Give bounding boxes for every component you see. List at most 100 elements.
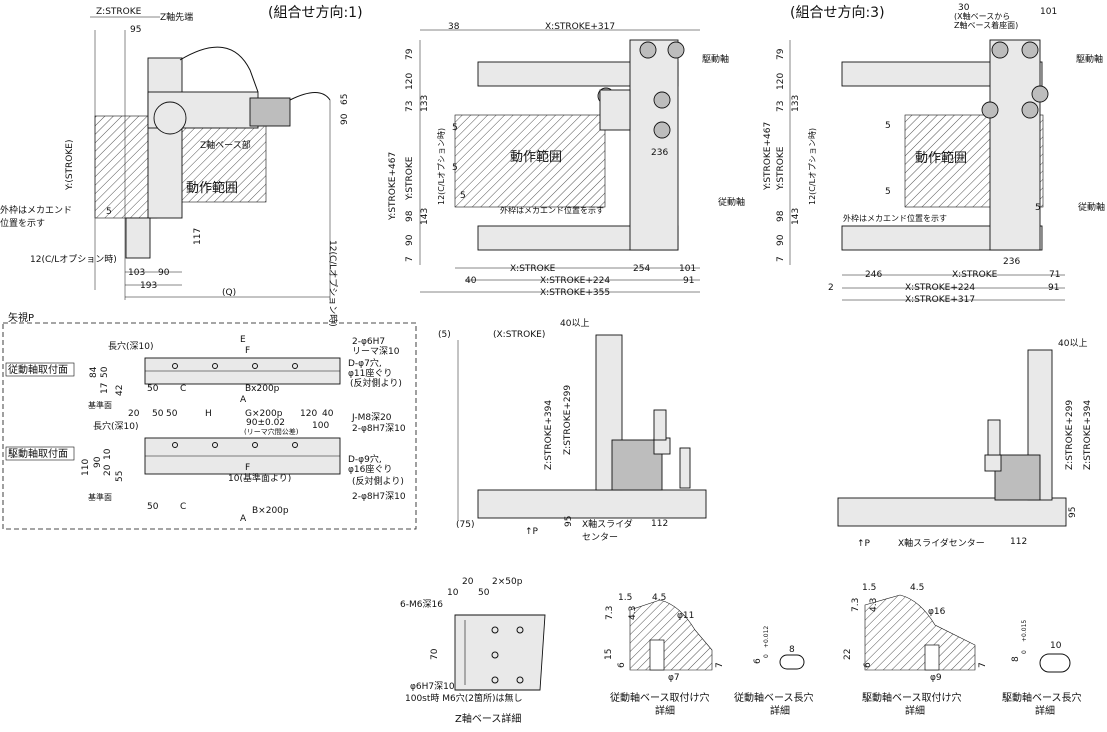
fh-7d: φ7 — [668, 673, 680, 683]
zb-10: 10 — [447, 588, 459, 598]
view3-note2: Z軸ベース着座面) — [954, 20, 1018, 30]
p-e1: E — [240, 335, 246, 345]
dh-16: φ16 — [928, 607, 946, 617]
p-17: 17 — [100, 383, 110, 394]
view1-hatch-right — [179, 115, 267, 203]
view3-note: 外枠はメカエンド位置を示す — [843, 213, 947, 223]
fh-7: 7 — [715, 662, 725, 668]
view3-range: 動作範囲 — [915, 151, 967, 166]
view3-x224: X:STROKE+224 — [905, 283, 975, 293]
p-opp2: (反対側より) — [352, 475, 404, 487]
dh-1.5: 1.5 — [862, 583, 876, 593]
ds-title2: 詳細 — [1035, 704, 1055, 717]
view2-range: 動作範囲 — [510, 150, 562, 165]
view3-120: 120 — [776, 73, 786, 90]
fs-6: 6 — [753, 658, 763, 664]
fh-section — [629, 599, 713, 671]
p-90tol: 90±0.02 — [246, 418, 285, 428]
view3-101: 101 — [1040, 7, 1057, 17]
p-ream1: リーマ深10 — [352, 346, 400, 357]
p-cb2: φ16座ぐり — [348, 463, 392, 475]
view2-143: 143 — [420, 208, 430, 225]
view3-follow: 従動軸 — [1078, 201, 1105, 213]
side2-motor-block — [994, 454, 1041, 501]
view3-98: 98 — [776, 210, 786, 222]
s2-z299: Z:STROKE+299 — [1065, 400, 1075, 470]
view3-79: 79 — [776, 48, 786, 60]
p-ref2: 基準面 — [88, 492, 112, 502]
fs-8: 8 — [789, 645, 795, 655]
view3-71: 71 — [1049, 270, 1060, 280]
fs-slot — [779, 654, 805, 670]
fs-tol1: +0.012 — [763, 626, 770, 648]
view3-91: 91 — [1048, 283, 1059, 293]
view2-cl: 12(C/Lオプション時) — [437, 128, 446, 205]
view3-y467: Y:STROKE+467 — [763, 122, 773, 191]
dh-title: 駆動軸ベース取付け穴 — [862, 691, 962, 704]
s2-112: 112 — [1010, 537, 1027, 547]
p-55: 55 — [115, 471, 125, 482]
p-hole2: D-φ9穴, — [348, 453, 382, 465]
p-cb1: φ11座ぐり — [348, 367, 392, 379]
s2-slider: X軸スライダセンター — [898, 537, 985, 549]
p-c2: C — [180, 502, 186, 512]
view3-5c: 5 — [1035, 203, 1041, 213]
fs-title2: 詳細 — [770, 704, 790, 717]
zb-20: 20 — [462, 577, 474, 587]
view3-2: 2 — [828, 283, 834, 293]
p-h: H — [205, 409, 212, 419]
view2-x224: X:STROKE+224 — [540, 276, 610, 286]
view2-drive: 駆動軸 — [702, 53, 729, 65]
view2-hatch — [454, 114, 606, 208]
s1-75: (75) — [456, 520, 474, 530]
view2-column — [629, 39, 679, 251]
z-base-detail: 20 2×50p 10 6-M6深16 50 70 φ6H7深10 100st時… — [400, 577, 546, 725]
follow-slot-detail: 6 +0.012 0 8 従動軸ベース長穴 詳細 — [734, 626, 814, 717]
view-combination-3: (組合せ方向:3) 30 (X軸ベースから Z軸ベース着座面) 101 駆動軸 … — [763, 3, 1105, 305]
view3-note1: (X軸ベースから — [954, 11, 1010, 21]
view2-x355: X:STROKE+355 — [540, 288, 610, 298]
p-drive-face: 駆動軸取付面 — [8, 447, 68, 460]
view1-cable2 — [289, 92, 331, 101]
zb-title: Z軸ベース詳細 — [455, 712, 521, 725]
p-pin3: 2-φ8H7深10 — [352, 491, 406, 502]
dh-9: φ9 — [930, 673, 942, 683]
view1-motor — [249, 97, 291, 127]
s1-z299: Z:STROKE+299 — [563, 385, 573, 455]
fh-11: φ11 — [677, 611, 694, 621]
p-50c: 50 — [152, 409, 164, 419]
view1-90: 90 — [158, 268, 170, 278]
view1-95: 95 — [130, 25, 141, 35]
p-follow-face: 従動軸取付面 — [8, 363, 68, 376]
zb-50: 50 — [478, 588, 490, 598]
arrow-view-title: 矢視P — [8, 311, 34, 324]
view3-cl: 12(C/Lオプション時) — [808, 128, 817, 205]
view1-motor-round — [153, 101, 187, 135]
fh-6: 6 — [617, 662, 627, 668]
view2-x317: X:STROKE+317 — [545, 22, 615, 32]
zb-70: 70 — [430, 648, 440, 660]
view1-90b: 90 — [340, 113, 350, 125]
dh-title2: 詳細 — [905, 704, 925, 717]
view2-254: 254 — [633, 264, 650, 274]
p-hole1: D-φ7穴, — [348, 357, 382, 369]
p-100: 100 — [312, 421, 329, 431]
p-bx200: Bx200p — [245, 384, 280, 394]
view2-120: 120 — [405, 73, 415, 90]
view2-101: 101 — [679, 264, 696, 274]
ds-10: 10 — [1050, 641, 1062, 651]
p-50a: 50 — [100, 366, 110, 378]
s1-40: 40以上 — [560, 318, 589, 329]
p-b200: B×200p — [252, 506, 289, 516]
view1-note2: 位置を示す — [0, 217, 45, 229]
s1-center: センター — [582, 532, 618, 543]
drive-slot-detail: 8 +0.015 0 10 駆動軸ベース長穴 詳細 — [1002, 620, 1082, 717]
view3-title: (組合せ方向:3) — [790, 5, 885, 21]
arrow-view-frame — [2, 322, 417, 530]
view1-193: 193 — [140, 281, 157, 291]
view3-drive: 駆動軸 — [1076, 53, 1103, 65]
view3-ystroke: Y:STROKE — [776, 146, 786, 191]
view2-73: 73 — [405, 101, 415, 112]
